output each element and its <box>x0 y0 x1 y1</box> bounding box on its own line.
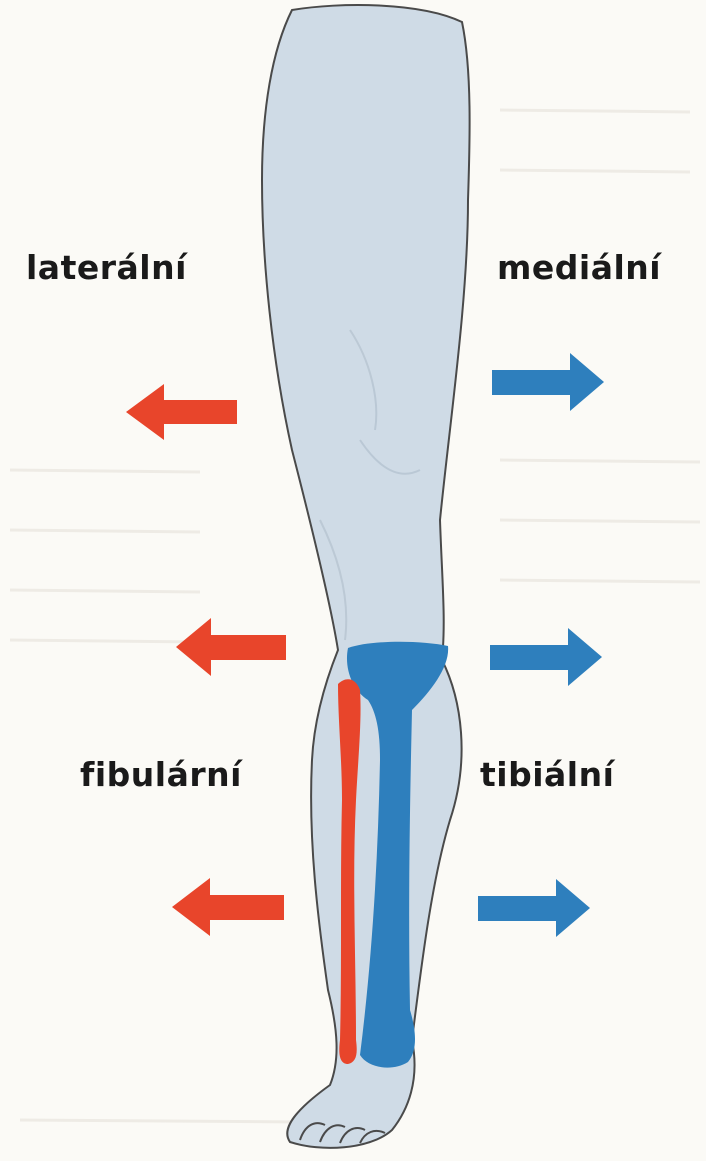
arrow-left-icon <box>126 384 237 440</box>
arrow-left-icon <box>172 878 284 936</box>
leg-silhouette <box>262 5 470 1148</box>
lateral-label: laterální <box>26 248 187 287</box>
tibial-label: tibiální <box>480 755 614 794</box>
arrow-left-icon <box>176 618 286 676</box>
arrow-right-icon <box>492 353 604 411</box>
arrow-right-icon <box>490 628 602 686</box>
medial-label: mediální <box>497 248 661 287</box>
arrow-right-icon <box>478 879 590 937</box>
fibular-label: fibulární <box>80 755 242 794</box>
